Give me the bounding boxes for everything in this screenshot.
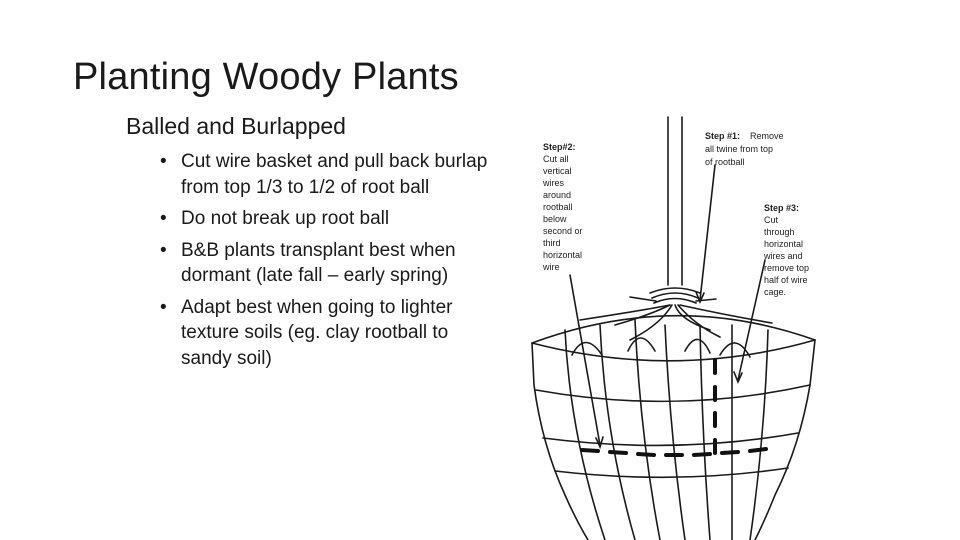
step1-line: of rootball xyxy=(705,157,745,167)
tree-trunk xyxy=(667,116,683,286)
step2-line: third xyxy=(543,238,561,248)
step2-heading: Step#2: xyxy=(543,142,576,152)
bullet-item: • Do not break up root ball xyxy=(160,206,500,232)
step2-line: wire xyxy=(542,262,560,272)
step2-line: wires xyxy=(542,178,565,188)
step2-line: Cut all xyxy=(543,154,569,164)
step3-arrow xyxy=(737,259,766,381)
step3-line: cage. xyxy=(764,287,786,297)
step2-line: rootball xyxy=(543,202,573,212)
step2-line: horizontal xyxy=(543,250,582,260)
step1-line: all twine from top xyxy=(705,144,773,154)
twine-knot xyxy=(629,287,717,304)
horizontal-wire xyxy=(535,384,811,403)
step2-line: vertical xyxy=(543,166,572,176)
step3-line: remove top xyxy=(764,263,809,273)
bullet-list: • Cut wire basket and pull back burlap fr… xyxy=(160,149,500,377)
slide-title: Planting Woody Plants xyxy=(73,56,459,98)
cut-line-horizontal xyxy=(580,447,768,457)
step3-line: wires and xyxy=(763,251,803,261)
slide-subtitle: Balled and Burlapped xyxy=(126,113,346,139)
bullet-text: Cut wire basket and pull back burlap fro… xyxy=(181,151,488,198)
bullet-item: • B&B plants transplant best when dormant… xyxy=(160,238,500,289)
bullet-item: • Adapt best when going to lighter textur… xyxy=(160,295,500,372)
rootball-drawing: Step #1: Remove all twine from top of ro… xyxy=(531,116,816,540)
step1-arrow xyxy=(699,164,716,301)
step3-heading: Step #3: xyxy=(764,203,799,213)
step3-line: horizontal xyxy=(764,239,803,249)
vertical-wire xyxy=(564,329,606,540)
bullet-dot: • xyxy=(160,239,167,261)
horizontal-wire xyxy=(542,432,799,447)
bullet-text: Do not break up root ball xyxy=(181,208,390,229)
step2-line: second or xyxy=(543,226,583,236)
step3-line: half of wire xyxy=(764,275,808,285)
step2-arrow xyxy=(569,274,601,446)
bullet-text: Adapt best when going to lighter texture… xyxy=(181,296,453,369)
bullet-item: • Cut wire basket and pull back burlap fr… xyxy=(160,149,500,200)
bullet-dot: • xyxy=(160,208,167,229)
step3-line: through xyxy=(764,227,795,237)
horizontal-wire xyxy=(554,467,789,479)
step2-line: around xyxy=(543,190,571,200)
step2-line: below xyxy=(543,214,567,224)
bullet-dot: • xyxy=(160,296,167,318)
step3-line: Cut xyxy=(764,215,779,225)
rootball-illustration: Step #1: Remove all twine from top of ro… xyxy=(510,115,820,540)
step1-line: Remove xyxy=(750,131,784,141)
bullet-dot: • xyxy=(160,151,167,172)
bullet-text: B&B plants transplant best when dormant … xyxy=(181,239,456,287)
step1-heading: Step #1: xyxy=(705,131,740,141)
